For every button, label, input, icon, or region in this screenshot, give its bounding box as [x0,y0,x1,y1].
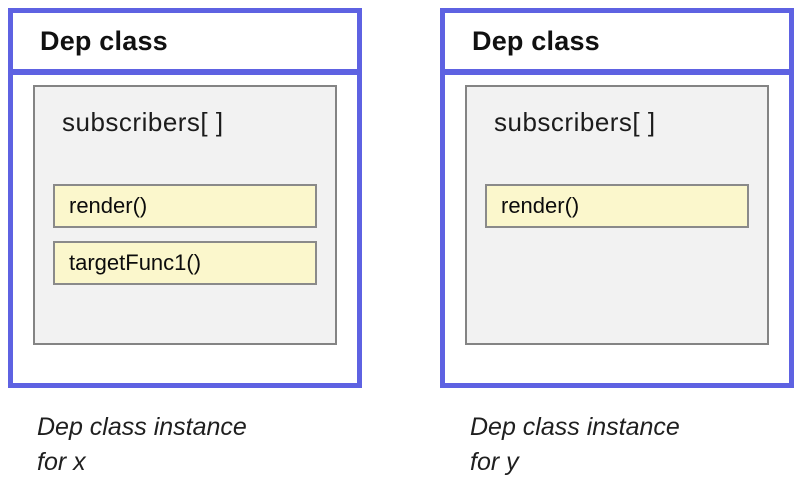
dep-class-card-x: Dep class subscribers[ ] render() target… [8,8,362,388]
subscribers-array-label: subscribers[ ] [494,107,656,137]
subscriber-function-item: render() [485,184,749,228]
subscribers-array-box: subscribers[ ] render() targetFunc1() [33,85,337,345]
subscriber-function-item: render() [53,184,317,228]
card-title: Dep class [445,13,789,75]
subscribers-array-box: subscribers[ ] render() [465,85,769,345]
subscribers-array-label: subscribers[ ] [62,107,224,137]
subscriber-function-item: targetFunc1() [53,241,317,285]
caption-line: Dep class instance [37,413,247,441]
card-caption-x: Dep class instance for x [37,410,327,480]
caption-line: for x [37,448,86,476]
card-title: Dep class [13,13,357,75]
subscriber-function-list: render() [485,184,767,228]
card-caption-y: Dep class instance for y [470,410,760,480]
caption-line: for y [470,448,519,476]
subscriber-function-list: render() targetFunc1() [53,184,335,285]
dep-class-card-y: Dep class subscribers[ ] render() [440,8,794,388]
caption-line: Dep class instance [470,413,680,441]
